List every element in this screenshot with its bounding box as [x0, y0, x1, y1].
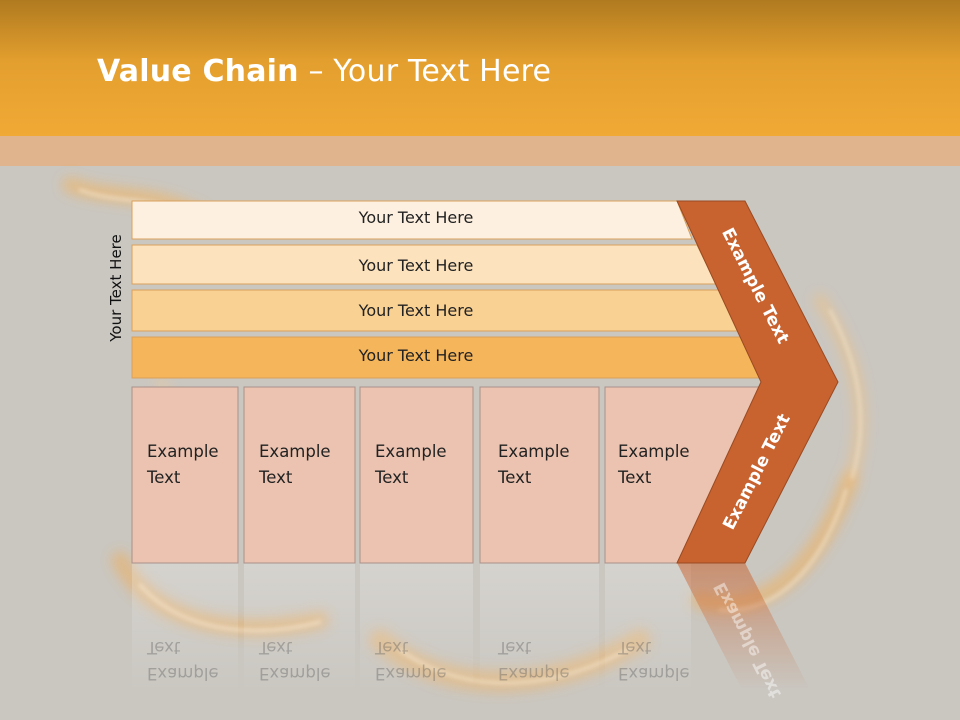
box-label-reflection: Example Text — [618, 634, 690, 686]
box-reflection — [360, 563, 473, 698]
reflection-line1: Example — [147, 664, 219, 683]
box-label-line1: Example — [147, 442, 219, 461]
box-label-reflection: Example Text — [375, 634, 447, 686]
chevron-reflection — [677, 563, 810, 690]
box-label-line2: Text — [618, 468, 652, 487]
primary-activity-box — [359, 386, 474, 564]
reflection-line1: Example — [498, 664, 570, 683]
reflection-line2: Text — [498, 638, 532, 657]
side-label: Your Text Here — [107, 234, 125, 342]
title-bold: Value Chain — [97, 54, 299, 89]
box-label-line1: Example — [498, 442, 570, 461]
box-label-reflection: Example Text — [498, 634, 570, 686]
box-reflection — [244, 563, 355, 698]
box-label-reflection: Example Text — [147, 634, 219, 686]
box-label-line1: Example — [375, 442, 447, 461]
reflection-line2: Text — [147, 638, 181, 657]
box-reflection — [132, 563, 238, 698]
reflection-line2: Text — [618, 638, 652, 657]
primary-activity-box — [243, 386, 356, 564]
box-label-line2: Text — [147, 468, 181, 487]
reflections — [132, 563, 810, 698]
box-reflection — [605, 563, 691, 698]
slide-title: Value Chain – Your Text Here — [97, 54, 551, 89]
reflection-line2: Text — [375, 638, 409, 657]
box-label-line2: Text — [259, 468, 293, 487]
title-rest: – Your Text Here — [298, 54, 552, 89]
row-label: Your Text Here — [358, 208, 474, 227]
primary-activity-box — [131, 386, 239, 564]
row-label: Your Text Here — [358, 301, 474, 320]
box-label-reflection: Example Text — [259, 634, 331, 686]
header-band — [0, 0, 960, 136]
support-row-bar — [131, 200, 693, 240]
primary-activity-box — [479, 386, 600, 564]
reflection-line1: Example — [375, 664, 447, 683]
margin-chevron — [676, 200, 839, 564]
box-label-line2: Text — [375, 468, 409, 487]
reflection-line1: Example — [259, 664, 331, 683]
row-label: Your Text Here — [358, 256, 474, 275]
header-strip — [0, 136, 960, 166]
box-label-line1: Example — [618, 442, 690, 461]
row-label: Your Text Here — [358, 346, 474, 365]
reflection-line1: Example — [618, 664, 690, 683]
reflection-line2: Text — [259, 638, 293, 657]
box-label-line2: Text — [498, 468, 532, 487]
box-reflection — [480, 563, 599, 698]
box-label-line1: Example — [259, 442, 331, 461]
